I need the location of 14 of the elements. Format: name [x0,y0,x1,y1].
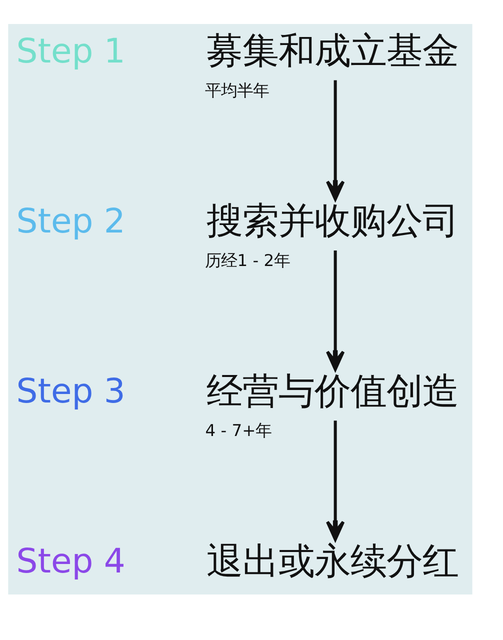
arrow [326,250,345,370]
node-label: 平均半年 [205,80,270,100]
node-label: 4 - 7+年 [205,420,272,440]
node-text: 退出或永续分红 [206,538,458,582]
node-label: 历经1 - 2年 [205,250,290,270]
arrow [326,420,345,540]
arrow [326,80,345,200]
node-label: Step 1 [16,30,126,70]
node-label: Step 4 [16,541,126,580]
node-label: Step 3 [16,371,126,410]
node-text: 募集和成立基金 [206,28,458,72]
node-text: 搜索并收购公司 [206,198,458,242]
node-text: 经营与价值创造 [206,368,458,412]
node-label: Step 2 [16,200,126,240]
